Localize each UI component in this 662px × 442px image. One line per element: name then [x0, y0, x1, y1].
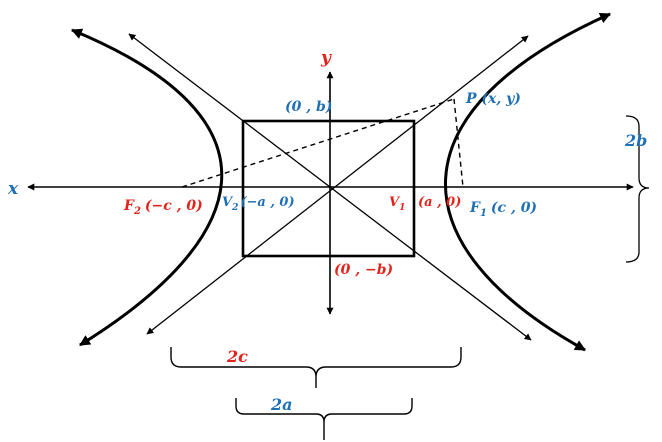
hyperbola-right-branch [443, 12, 612, 352]
hyperbola-left-branch [70, 28, 223, 347]
v1-coord: (a , 0) [418, 195, 461, 210]
focal-line-f2-p [181, 98, 455, 188]
label-2c: 2c [226, 347, 248, 366]
brace-2c [170, 347, 462, 388]
top-vertex-label: (0 , b) [285, 99, 332, 115]
brace-2a [235, 398, 413, 440]
label-2b: 2b [624, 131, 647, 150]
bottom-vertex-label: (0 , −b) [334, 262, 393, 278]
brace-2b [625, 115, 650, 263]
f2-label: F2(−c , 0) [123, 198, 203, 217]
label-2a: 2a [270, 395, 293, 414]
asymptote-2 [146, 35, 529, 335]
point-p-label: P (x, y) [465, 91, 521, 107]
y-axis-label: y [320, 48, 332, 68]
v2-label: V2(−a , 0) [222, 195, 295, 213]
v1-label: V1 [389, 195, 405, 213]
focal-line-f1-p [453, 98, 464, 188]
x-axis-label: x [7, 179, 19, 199]
f1-label: F1(c , 0) [469, 200, 537, 219]
central-rectangle [241, 119, 416, 258]
